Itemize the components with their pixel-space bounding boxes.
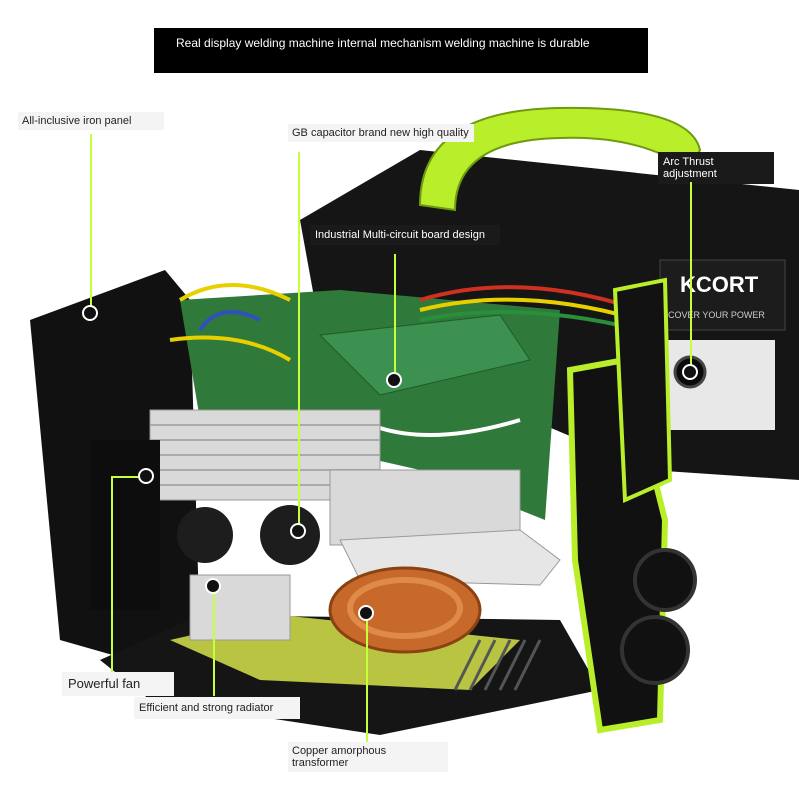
brand-plate [659,259,786,331]
leader-fan-horizontal [111,476,141,478]
label-radiator: Efficient and strong radiator [134,697,300,719]
label-transformer: Copper amorphous transformer [288,742,448,772]
leader-iron-panel [90,134,92,310]
leader-arc-thrust [690,182,692,367]
label-iron-panel: All-inclusive iron panel [18,112,164,130]
floor-vents [453,639,542,691]
label-circuit-board: Industrial Multi-circuit board design [310,225,500,245]
banner-title: Real display welding machine internal me… [154,28,648,73]
dot-fan [138,468,154,484]
dot-iron-panel [82,305,98,321]
leader-circuit-board [394,254,396,374]
capacitor-left [177,507,233,563]
capacitor-right [260,505,320,565]
label-capacitor: GB capacitor brand new high quality [288,124,474,142]
fan-housing [90,440,160,610]
machine-handle [418,106,702,212]
transformer-coil [347,577,463,639]
dot-capacitor [290,523,306,539]
dot-radiator [205,578,221,594]
output-socket-lower [620,615,690,685]
dot-arc-thrust [682,364,698,380]
brand-text: KCORT [680,272,759,297]
radiator-fins [150,424,380,486]
slogan-text: COVER YOUR POWER [668,310,765,320]
dot-circuit-board [386,372,402,388]
output-socket-upper [633,548,697,612]
label-fan: Powerful fan [62,672,174,696]
leader-radiator [213,590,215,696]
label-arc-thrust: Arc Thrust adjustment [658,152,774,184]
dot-transformer [358,605,374,621]
leader-capacitor [298,152,300,527]
leader-transformer [366,620,368,742]
leader-fan [111,476,113,672]
control-panel [612,277,673,504]
control-board [318,314,531,396]
